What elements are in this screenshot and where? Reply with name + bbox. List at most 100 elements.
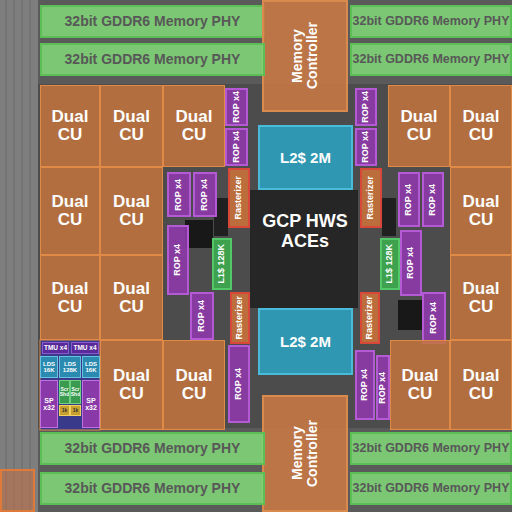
block-label: L1$ 128K — [217, 244, 226, 284]
block-label: LDS 16K — [83, 361, 99, 374]
rop-block: ROP x4 — [400, 230, 422, 296]
block-label: ROP x4 — [234, 368, 243, 400]
rasterizer: Rasterizer — [228, 168, 250, 228]
dual-cu: Dual CU — [40, 167, 100, 255]
io-strip-lines — [6, 0, 30, 512]
rop-block: ROP x4 — [225, 88, 248, 126]
block-label: Dual CU — [41, 108, 99, 144]
dual-cu: Dual CU — [390, 340, 450, 430]
block-label: 32bit GDDR6 Memory PHY — [353, 53, 510, 66]
block-label: ROP x4 — [429, 302, 438, 334]
small-cache: 1k — [70, 405, 81, 416]
block-label: Dual CU — [391, 367, 449, 403]
block-label: Scr Shd — [60, 387, 69, 398]
rop-block: ROP x4 — [193, 172, 217, 217]
block-label: 32bit GDDR6 Memory PHY — [65, 481, 241, 496]
block-label: Dual CU — [451, 280, 511, 316]
dual-cu: Dual CU — [388, 85, 450, 167]
memory-phy: 32bit GDDR6 Memory PHY — [350, 43, 512, 76]
block-label: Rasterizer — [365, 296, 374, 340]
io-block — [1, 470, 34, 511]
block-label: 32bit GDDR6 Memory PHY — [65, 52, 241, 67]
block-label: Dual CU — [101, 108, 162, 144]
dual-cu: Dual CU — [450, 167, 512, 255]
block-label: ROP x4 — [197, 300, 206, 332]
rop-block: ROP x4 — [228, 345, 250, 423]
rasterizer: Rasterizer — [360, 292, 380, 344]
rasterizer: Rasterizer — [360, 168, 382, 228]
dual-cu: Dual CU — [163, 340, 225, 430]
block-label: SP x32 — [83, 397, 99, 412]
rop-block: ROP x4 — [422, 292, 446, 344]
block-label: Dual CU — [101, 193, 162, 229]
block-label: ROP x4 — [173, 244, 182, 276]
memory-phy: 32bit GDDR6 Memory PHY — [40, 5, 265, 38]
block-label: Memory Controller — [290, 3, 319, 109]
dual-cu: Dual CU — [40, 255, 100, 340]
block-label: Dual CU — [101, 280, 162, 316]
memory-phy: 32bit GDDR6 Memory PHY — [40, 43, 265, 76]
dark-block — [185, 220, 213, 248]
block-label: Dual CU — [101, 367, 162, 403]
block-label: ROP x4 — [404, 184, 413, 216]
rop-block: ROP x4 — [190, 292, 214, 340]
block-label: Rasterizer — [235, 296, 244, 340]
rop-block: ROP x4 — [355, 128, 377, 166]
cu-detail-cell — [40, 340, 100, 430]
rop-block: ROP x4 — [167, 225, 189, 295]
dual-cu: Dual CU — [100, 255, 163, 340]
block-label: Memory Controller — [290, 398, 319, 509]
rop-block: ROP x4 — [167, 172, 191, 217]
l2-cache: L2$ 2M — [258, 125, 353, 190]
block-label: Dual CU — [451, 108, 511, 144]
dark-block — [382, 198, 396, 236]
small-cache: 1k — [59, 405, 70, 416]
block-label: Dual CU — [451, 193, 511, 229]
block-label: 32bit GDDR6 Memory PHY — [65, 441, 241, 456]
block-label: GCP HWS ACEs — [262, 212, 348, 252]
dual-cu: Dual CU — [100, 167, 163, 255]
scratch-block: Scr Shd — [59, 380, 70, 404]
rop-block: ROP x4 — [355, 88, 377, 126]
block-label: Dual CU — [164, 108, 224, 144]
block-label: ROP x4 — [200, 179, 209, 211]
l1-cache: L1$ 128K — [380, 238, 400, 290]
lds-block: LDS 16K — [82, 356, 100, 378]
block-label: LDS 16K — [41, 361, 57, 374]
l1-cache: L1$ 128K — [212, 238, 232, 290]
block-label: 32bit GDDR6 Memory PHY — [353, 482, 510, 495]
rop-block: ROP x4 — [422, 172, 444, 227]
dual-cu: Dual CU — [40, 85, 100, 167]
memory-controller: Memory Controller — [262, 0, 348, 112]
block-label: 32bit GDDR6 Memory PHY — [353, 15, 510, 28]
io-strip — [0, 0, 38, 512]
block-label: Dual CU — [451, 367, 511, 403]
dual-cu: Dual CU — [100, 340, 163, 430]
block-label: ROP x4 — [232, 131, 241, 163]
block-label: ROP x4 — [378, 372, 387, 404]
dual-cu: Dual CU — [100, 85, 163, 167]
l2-cache: L2$ 2M — [258, 308, 353, 375]
block-label: SP x32 — [41, 397, 57, 412]
block-label: 32bit GDDR6 Memory PHY — [353, 442, 510, 455]
dual-cu: Dual CU — [163, 85, 225, 167]
block-label: Dual CU — [41, 193, 99, 229]
memory-phy: 32bit GDDR6 Memory PHY — [40, 472, 265, 505]
sp-block: SP x32 — [40, 380, 58, 428]
tmu-block: TMU x4 — [71, 342, 99, 354]
block-label: L1$ 128K — [385, 244, 394, 284]
rop-block: ROP x4 — [355, 350, 375, 420]
block-label: 1k — [73, 408, 79, 413]
command-area — [250, 190, 358, 308]
block-label: L2$ 2M — [280, 334, 331, 350]
block-label: ROP x4 — [361, 131, 370, 163]
memory-phy: 32bit GDDR6 Memory PHY — [350, 432, 512, 465]
dual-cu: Dual CU — [450, 255, 512, 340]
block-label: TMU x4 — [73, 345, 96, 352]
block-label: ROP x4 — [361, 91, 370, 123]
block-label: ROP x4 — [174, 179, 183, 211]
memory-controller: Memory Controller — [262, 395, 348, 512]
dark-block — [398, 300, 422, 330]
